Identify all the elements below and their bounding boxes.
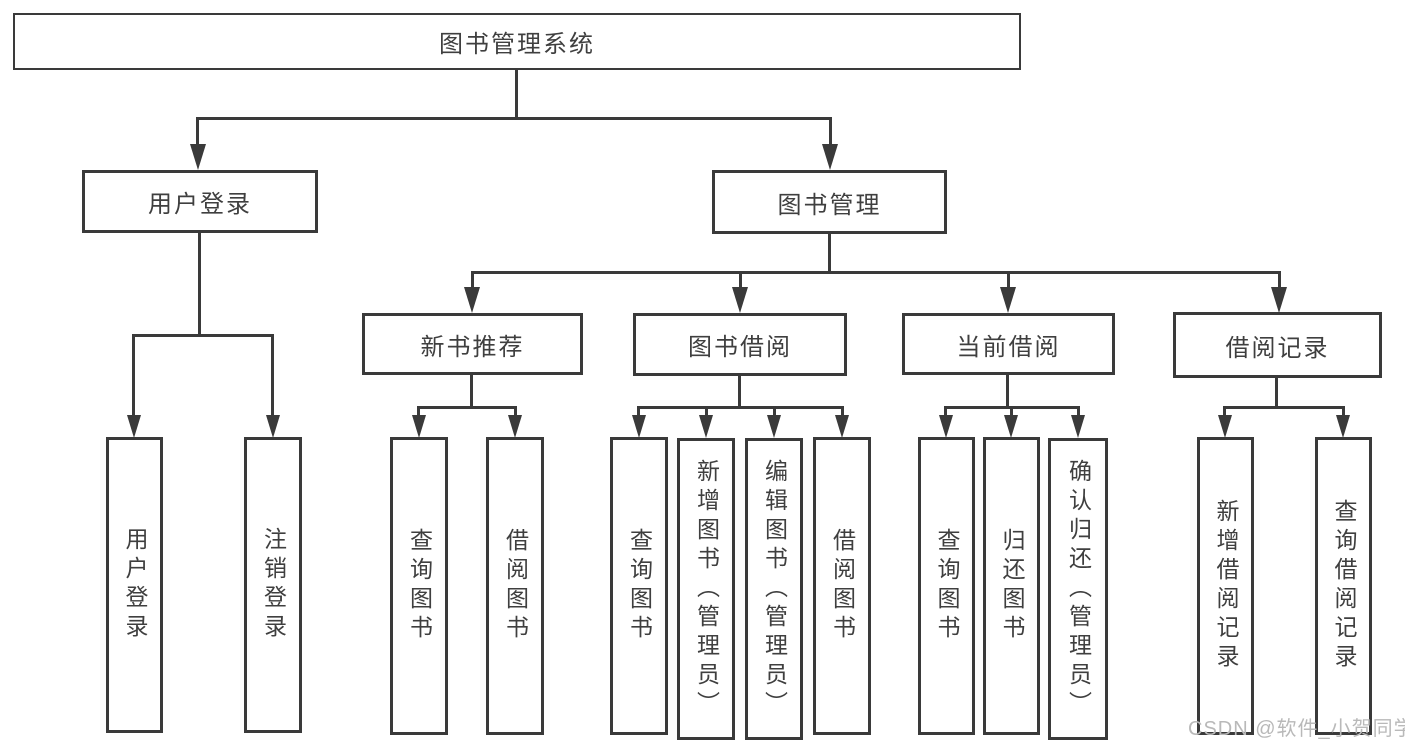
- arrow-head-icon: [1271, 287, 1287, 313]
- connector-line: [471, 271, 474, 295]
- arrow-head-icon: [1004, 415, 1018, 438]
- leaf-recommend-borrow-books: 借阅图书: [486, 437, 544, 735]
- connector-line: [944, 406, 947, 420]
- node-root-label: 图书管理系统: [439, 31, 595, 58]
- connector-line: [1278, 271, 1281, 295]
- leaf-current-query-books: 查询图书: [918, 437, 975, 735]
- arrow-head-icon: [699, 415, 713, 438]
- node-user-login: 用户登录: [82, 170, 318, 233]
- connector-line: [637, 406, 844, 409]
- connector-line: [514, 406, 517, 420]
- arrow-head-icon: [1071, 415, 1085, 438]
- leaf-add-books-admin: 新增图书（管理员）: [677, 438, 735, 740]
- leaf-recommend-query-books-label: 查询图书: [406, 528, 433, 644]
- node-root: 图书管理系统: [13, 13, 1021, 70]
- connector-line: [1006, 375, 1009, 408]
- leaf-edit-books-admin: 编辑图书（管理员）: [745, 438, 803, 740]
- leaf-add-borrow-record-label: 新增借阅记录: [1213, 499, 1239, 673]
- leaf-confirm-return-admin-label: 确认归还（管理员）: [1065, 458, 1092, 720]
- arrow-head-icon: [1336, 415, 1350, 438]
- connector-line: [197, 117, 831, 120]
- connector-line: [417, 406, 517, 409]
- node-new-book-recommend: 新书推荐: [362, 313, 583, 375]
- node-book-management-label: 图书管理: [777, 191, 882, 219]
- leaf-add-books-admin-label: 新增图书（管理员）: [693, 458, 720, 720]
- leaf-confirm-return-admin: 确认归还（管理员）: [1048, 438, 1108, 740]
- connector-line: [471, 271, 1281, 274]
- leaf-user-login-label: 用户登录: [122, 527, 148, 643]
- leaf-query-borrow-record-label: 查询借阅记录: [1331, 499, 1357, 673]
- arrow-head-icon: [127, 415, 141, 438]
- leaf-borrow-books-label: 借阅图书: [829, 528, 856, 644]
- node-new-book-recommend-label: 新书推荐: [420, 333, 525, 361]
- connector-line: [828, 234, 831, 273]
- node-book-borrow: 图书借阅: [633, 313, 847, 376]
- node-borrow-records: 借阅记录: [1173, 312, 1382, 378]
- leaf-query-borrow-record: 查询借阅记录: [1315, 437, 1372, 735]
- node-borrow-records-label: 借阅记录: [1225, 334, 1330, 362]
- arrow-head-icon: [190, 144, 206, 170]
- leaf-borrow-query-books: 查询图书: [610, 437, 668, 735]
- leaf-edit-books-admin-label: 编辑图书（管理员）: [761, 458, 788, 720]
- leaf-logout: 注销登录: [244, 437, 302, 733]
- leaf-user-login: 用户登录: [106, 437, 163, 733]
- leaf-borrow-query-books-label: 查询图书: [626, 528, 653, 644]
- connector-line: [1077, 406, 1080, 420]
- connector-line: [773, 406, 776, 420]
- leaf-add-borrow-record: 新增借阅记录: [1197, 437, 1254, 735]
- leaf-recommend-borrow-books-label: 借阅图书: [502, 528, 529, 644]
- connector-line: [1342, 406, 1345, 420]
- leaf-recommend-query-books: 查询图书: [390, 437, 448, 735]
- connector-line: [417, 406, 420, 420]
- node-book-management: 图书管理: [712, 170, 947, 234]
- arrow-head-icon: [822, 144, 838, 170]
- node-user-login-label: 用户登录: [148, 191, 252, 218]
- connector-line: [198, 233, 201, 336]
- connector-line: [637, 406, 640, 420]
- arrow-head-icon: [732, 287, 748, 313]
- arrow-head-icon: [767, 415, 781, 438]
- arrow-head-icon: [508, 415, 522, 438]
- csdn-watermark: CSDN @软件_小贺同学: [1188, 718, 1405, 740]
- leaf-logout-label: 注销登录: [260, 527, 287, 643]
- connector-line: [132, 334, 135, 418]
- arrow-head-icon: [632, 415, 646, 438]
- leaf-current-query-books-label: 查询图书: [934, 528, 960, 644]
- arrow-head-icon: [1218, 415, 1232, 438]
- connector-line: [841, 406, 844, 420]
- arrow-head-icon: [939, 415, 953, 438]
- connector-line: [1275, 378, 1278, 408]
- connector-line: [1010, 406, 1013, 420]
- connector-line: [739, 271, 742, 295]
- connector-line: [705, 406, 708, 420]
- node-current-borrow-label: 当前借阅: [956, 333, 1061, 361]
- arrow-head-icon: [835, 415, 849, 438]
- connector-line: [1223, 406, 1226, 420]
- leaf-borrow-books: 借阅图书: [813, 437, 871, 735]
- connector-line: [515, 70, 518, 118]
- connector-line: [271, 334, 274, 418]
- connector-line: [1223, 406, 1345, 409]
- node-current-borrow: 当前借阅: [902, 313, 1115, 375]
- arrow-head-icon: [266, 415, 280, 438]
- connector-line: [829, 117, 832, 149]
- connector-line: [133, 334, 274, 337]
- arrow-head-icon: [1000, 287, 1016, 313]
- arrow-head-icon: [464, 287, 480, 313]
- node-book-borrow-label: 图书借阅: [688, 334, 792, 361]
- connector-line: [1007, 271, 1010, 295]
- leaf-return-books-label: 归还图书: [999, 528, 1025, 644]
- leaf-return-books: 归还图书: [983, 437, 1040, 735]
- arrow-head-icon: [412, 415, 426, 438]
- connector-line: [470, 375, 473, 408]
- connector-line: [196, 117, 199, 149]
- connector-line: [738, 376, 741, 408]
